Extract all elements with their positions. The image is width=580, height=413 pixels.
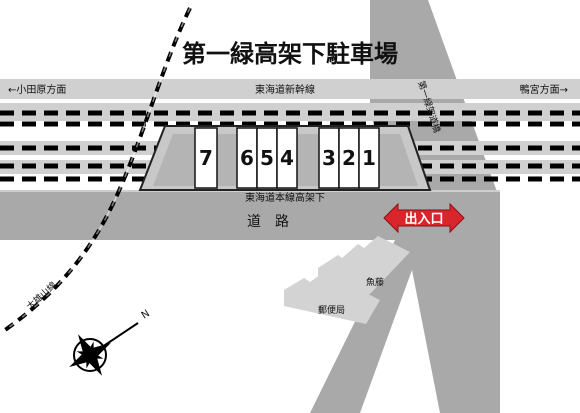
slot-number: 2	[342, 146, 356, 170]
honsen-label: 東海道本線高架下	[245, 191, 325, 204]
road-label: 道路	[247, 214, 303, 230]
left-direction-label: ←小田原方面	[8, 83, 66, 96]
compass-north-label: N	[140, 308, 152, 321]
slot-number: 3	[322, 146, 336, 170]
daiyuzan-line	[3, 7, 192, 332]
building-uoto	[318, 236, 410, 294]
compass-icon: N	[69, 308, 152, 376]
slot-1	[358, 127, 380, 189]
entrance-marker: 出入口	[383, 202, 465, 234]
slot-number: 5	[260, 146, 274, 170]
building-post-office	[284, 272, 380, 324]
slot-number: 6	[240, 146, 254, 170]
slot-4	[276, 127, 298, 189]
railway-label: 大雄山線	[24, 279, 59, 312]
slot-number: 1	[362, 146, 376, 170]
post-office-label: 郵便局	[318, 304, 345, 316]
entrance-label: 出入口	[404, 211, 443, 227]
slot-number: 4	[280, 146, 294, 170]
page-title: 第一緑高架下駐車場	[182, 40, 398, 68]
right-direction-label: 鴨宮方面→	[520, 83, 568, 96]
shinkansen-label: 東海道新幹線	[255, 83, 315, 96]
uoto-label: 魚藤	[366, 276, 384, 288]
parking-slots: 7 6 5 4 3 2 1	[194, 127, 380, 189]
slot-7	[194, 127, 218, 189]
slot-number: 7	[199, 146, 213, 170]
